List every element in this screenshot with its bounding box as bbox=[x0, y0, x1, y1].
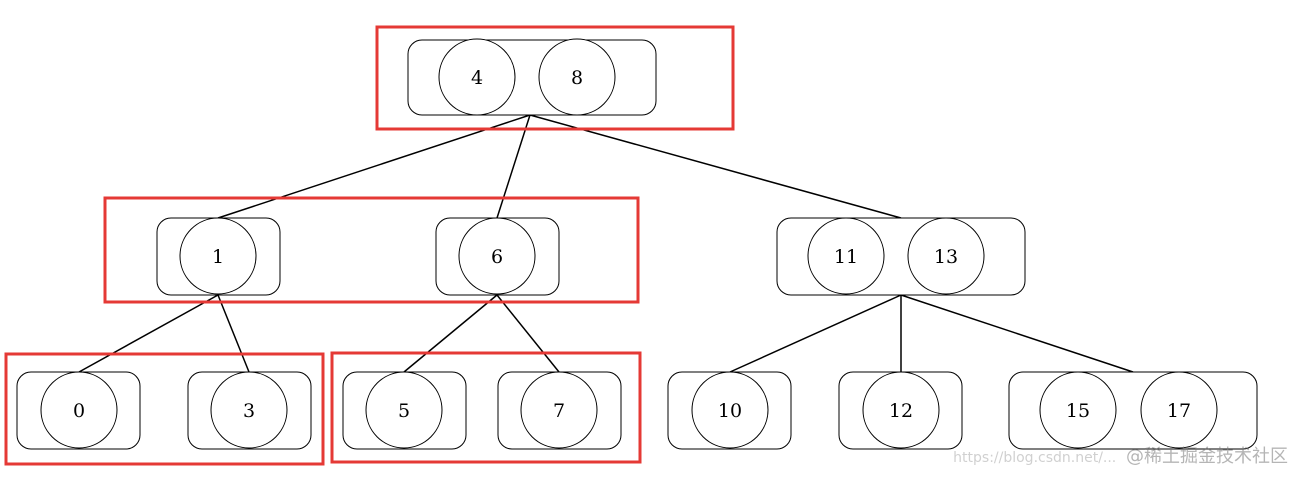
watermark-text: @稀土掘金技术社区 bbox=[1126, 446, 1288, 467]
tree-node-n7: 7 bbox=[497, 371, 622, 450]
key-circle bbox=[365, 371, 443, 449]
key-label: 3 bbox=[243, 400, 255, 422]
edge-root-n11 bbox=[529, 114, 902, 219]
key-label: 17 bbox=[1167, 400, 1191, 422]
watermark: https://blog.csdn.net/... @稀土掘金技术社区 bbox=[953, 442, 1288, 468]
edge-n6-n7 bbox=[496, 294, 560, 373]
key-circle bbox=[907, 217, 985, 295]
key-circle bbox=[210, 371, 288, 449]
key-label: 4 bbox=[471, 67, 483, 89]
tree-node-n11: 11 13 bbox=[776, 217, 1026, 296]
key-label: 1 bbox=[212, 246, 224, 268]
key-circle bbox=[520, 371, 598, 449]
tree-node-n0: 0 bbox=[16, 371, 141, 450]
key-circle bbox=[179, 217, 257, 295]
edge-root-n6 bbox=[496, 114, 531, 219]
key-circle bbox=[40, 371, 118, 449]
key-circle bbox=[1039, 371, 1117, 449]
key-circle bbox=[807, 217, 885, 295]
key-circle bbox=[538, 38, 616, 116]
key-circle bbox=[862, 371, 940, 449]
key-label: 12 bbox=[889, 400, 913, 422]
tree-node-n3: 3 bbox=[187, 371, 312, 450]
key-circle bbox=[458, 217, 536, 295]
highlight-box-root bbox=[375, 25, 735, 131]
key-label: 7 bbox=[553, 400, 565, 422]
highlights-layer bbox=[4, 25, 735, 466]
key-label: 0 bbox=[73, 400, 85, 422]
tree-node-n5: 5 bbox=[342, 371, 467, 450]
tree-node-n10: 10 bbox=[667, 371, 792, 450]
key-label: 15 bbox=[1066, 400, 1090, 422]
key-label: 8 bbox=[571, 67, 583, 89]
edge-n1-n3 bbox=[217, 294, 250, 373]
key-label: 5 bbox=[398, 400, 410, 422]
key-circle bbox=[691, 371, 769, 449]
key-circle bbox=[438, 38, 516, 116]
watermark-url: https://blog.csdn.net/... bbox=[953, 450, 1117, 466]
tree-node-n12: 12 bbox=[838, 371, 963, 450]
edge-n6-n5 bbox=[403, 294, 498, 373]
key-label: 10 bbox=[718, 400, 742, 422]
tree-node-n6: 6 bbox=[435, 217, 560, 296]
edge-n1-n0 bbox=[78, 294, 219, 373]
highlight-box-leaf-0-3 bbox=[4, 352, 325, 466]
edge-n11-n10 bbox=[729, 294, 902, 373]
key-label: 13 bbox=[934, 246, 958, 268]
edge-n11-n15 bbox=[900, 294, 1134, 373]
edges-layer bbox=[78, 114, 1134, 373]
edge-root-n1 bbox=[217, 114, 531, 219]
highlight-box-leaf-5-7 bbox=[330, 351, 642, 464]
key-label: 11 bbox=[834, 246, 858, 268]
key-label: 6 bbox=[491, 246, 503, 268]
key-circle bbox=[1140, 371, 1218, 449]
tree-node-n1: 1 bbox=[156, 217, 281, 296]
highlight-box-level2 bbox=[103, 196, 640, 304]
